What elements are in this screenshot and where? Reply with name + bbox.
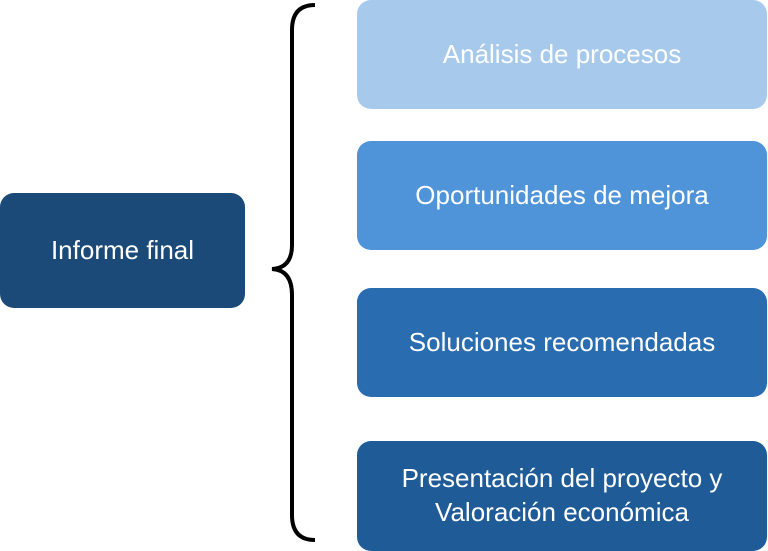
item-presentacion-valoracion: Presentación del proyecto y Valoración e… xyxy=(357,441,767,551)
root-label: Informe final xyxy=(50,234,195,265)
item-label: Soluciones recomendadas xyxy=(408,326,716,357)
item-analisis-de-procesos: Análisis de procesos xyxy=(357,0,767,109)
item-label: Análisis de procesos xyxy=(442,38,682,69)
root-node-informe-final: Informe final xyxy=(0,193,245,308)
item-soluciones-recomendadas: Soluciones recomendadas xyxy=(357,288,767,397)
item-label: Oportunidades de mejora xyxy=(415,179,709,210)
item-oportunidades-de-mejora: Oportunidades de mejora xyxy=(357,141,767,250)
item-label: Presentación del proyecto y Valoración e… xyxy=(401,463,723,527)
